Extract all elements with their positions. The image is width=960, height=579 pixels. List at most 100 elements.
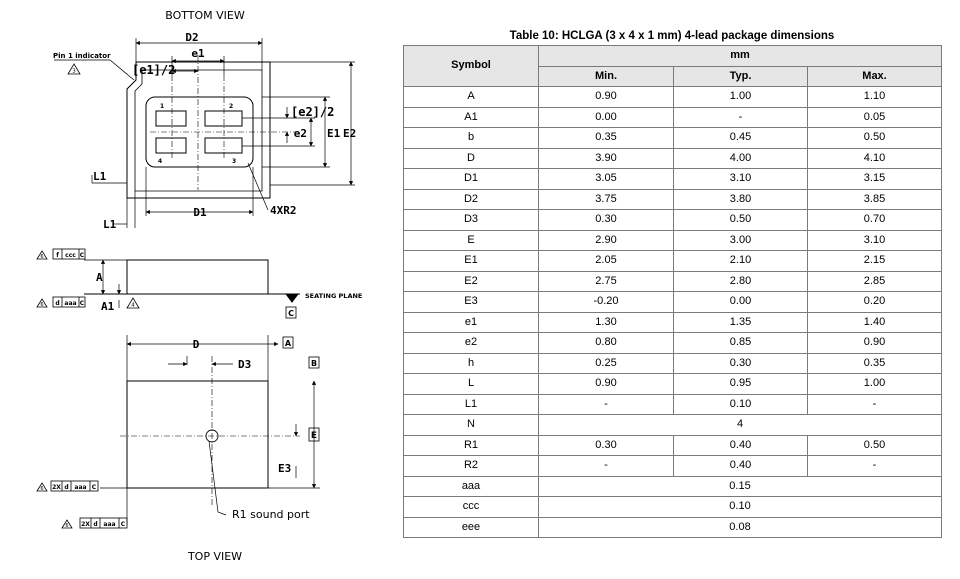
symbol-cell: D1 [403, 168, 539, 190]
package-drawing: BOTTOM VIEW [36, 9, 362, 563]
fcf-value: aaa [103, 521, 115, 528]
min-cell: 0.35 [538, 127, 674, 149]
typ-cell: 0.00 [673, 291, 808, 313]
min-cell: 2.90 [538, 229, 674, 251]
fcf-datum: C [92, 484, 97, 491]
table-title: Table 10: HCLGA (3 x 4 x 1 mm) 4-lead pa… [509, 30, 835, 42]
typ-cell: 3.10 [673, 168, 808, 190]
symbol-cell: D2 [403, 188, 539, 210]
symbol-cell: E3 [403, 291, 539, 313]
typ-cell: 4.00 [673, 147, 808, 169]
typ-cell: 0.40 [673, 455, 808, 477]
symbol-cell: eee [403, 516, 539, 538]
datum-e-box [308, 427, 320, 442]
min-cell: 3.05 [538, 168, 674, 190]
min-cell: 0.90 [538, 373, 674, 395]
label-D: D [193, 338, 200, 351]
datum-c-label: C [288, 309, 294, 318]
bottom-view [54, 38, 355, 228]
min-cell: 0.30 [538, 209, 674, 231]
label-A1: A1 [101, 300, 115, 313]
symbol-cell: E2 [403, 270, 539, 292]
typ-cell: 3.00 [673, 229, 808, 251]
typ-cell: 2.80 [673, 270, 808, 292]
min-cell: 0.25 [538, 352, 674, 374]
label-E1: E1 [327, 127, 341, 140]
min-cell: 0.30 [538, 434, 674, 456]
typ-cell: 0.30 [673, 352, 808, 374]
typ-cell: 2.10 [673, 250, 808, 272]
value-cell: 0.08 [537, 516, 943, 538]
package-outline [126, 61, 271, 199]
value-cell: 0.10 [537, 496, 943, 518]
symbol-cell: b [403, 127, 539, 149]
fcf-symbol: d [64, 484, 68, 491]
note-number: 4 [131, 303, 135, 309]
typ-cell: 1.35 [673, 311, 808, 333]
sound-port-circle [205, 429, 219, 443]
max-cell: 0.05 [806, 106, 943, 128]
note-number: 6 [40, 302, 43, 308]
label-e1: e1 [191, 47, 205, 60]
fcf-value: ccc [65, 252, 76, 259]
fcf-value: aaa [74, 484, 86, 491]
typ-cell: 0.45 [673, 127, 808, 149]
fcf-symbol: f [56, 252, 59, 259]
pad-number-4: 4 [158, 158, 162, 165]
label-E2: E2 [343, 127, 356, 140]
datum-a-box [282, 336, 294, 349]
symbol-cell: L1 [403, 393, 539, 415]
symbol-cell: h [403, 352, 539, 374]
fcf-aaa-top-2: 6 2X d aaa C [61, 517, 128, 529]
max-cell: 3.15 [806, 168, 943, 190]
typ-header: Typ. [673, 65, 808, 87]
symbol-cell: R2 [403, 455, 539, 477]
note-number: 3 [72, 69, 76, 75]
min-cell: 1.30 [538, 311, 674, 333]
symbol-cell: aaa [403, 475, 539, 497]
typ-cell: 1.00 [673, 86, 808, 108]
max-cell: - [806, 393, 943, 415]
label-e2-half: [e2]/2 [291, 105, 334, 119]
inner-outline [134, 69, 263, 192]
side-body [126, 259, 269, 295]
min-cell: 0.00 [538, 106, 674, 128]
max-cell: 3.10 [806, 229, 943, 251]
min-cell: 0.80 [538, 332, 674, 354]
max-cell: 0.70 [806, 209, 943, 231]
top-view-label: TOP VIEW [187, 550, 242, 563]
typ-cell: - [673, 106, 808, 128]
max-header: Max. [806, 65, 943, 87]
max-cell: 1.10 [806, 86, 943, 108]
label-D1: D1 [193, 206, 207, 219]
symbol-cell: E1 [403, 250, 539, 272]
max-cell: 0.20 [806, 291, 943, 313]
max-cell: 2.85 [806, 270, 943, 292]
note-triangle-icon: 4 [126, 297, 140, 309]
top-body [126, 380, 269, 489]
pad-2 [204, 110, 243, 127]
fcf-symbol: d [55, 300, 59, 307]
label-d2: D2 [185, 31, 198, 44]
pad-4 [155, 137, 187, 154]
fcf-aaa-side: 6 d aaa C [36, 296, 86, 308]
symbol-cell: D [403, 147, 539, 169]
symbol-cell: A [403, 86, 539, 108]
pin1-label: Pin 1 indicator [53, 52, 111, 60]
label-r2: 4XR2 [270, 204, 297, 217]
max-cell: 0.50 [806, 127, 943, 149]
fcf-ccc: 6 f ccc C [36, 248, 86, 260]
